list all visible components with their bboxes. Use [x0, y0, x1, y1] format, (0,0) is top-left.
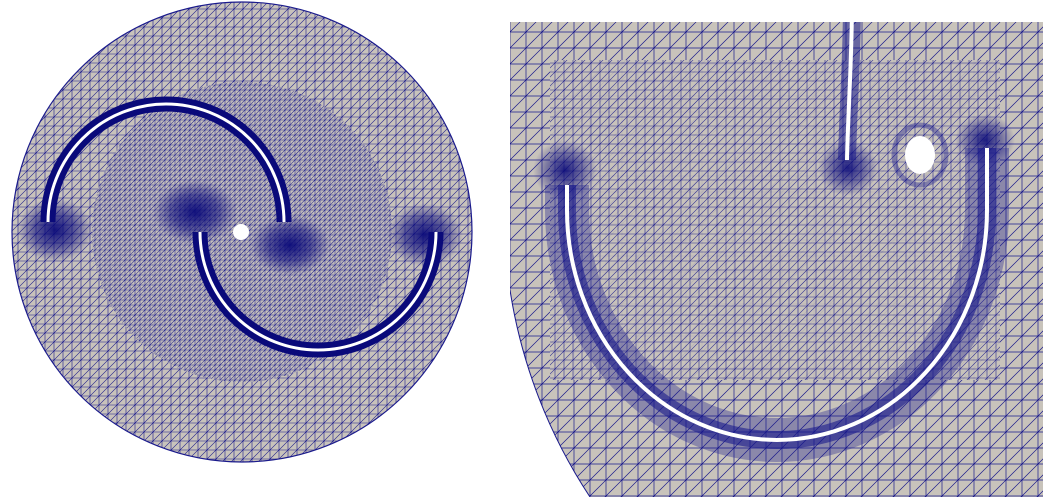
central-hole — [233, 224, 249, 240]
domain-boundary — [11, 1, 473, 463]
elliptical-hole — [891, 122, 949, 188]
lower-crescent-slit — [192, 231, 444, 358]
zoomed-mesh-domain — [510, 22, 1043, 497]
zoomed-domain-boundary — [510, 289, 591, 497]
full-mesh-figure — [11, 1, 473, 463]
u-crescent-slit — [545, 148, 1009, 462]
full-domain-panel — [0, 0, 490, 497]
zoomed-refinement-clusters — [533, 114, 1015, 200]
upper-crescent-slit — [40, 96, 292, 223]
refinement-clusters — [17, 180, 463, 275]
vertical-slit-segment — [838, 22, 861, 161]
zoomed-mesh-figure — [510, 22, 1043, 497]
zoomed-detail-panel — [510, 0, 1043, 497]
